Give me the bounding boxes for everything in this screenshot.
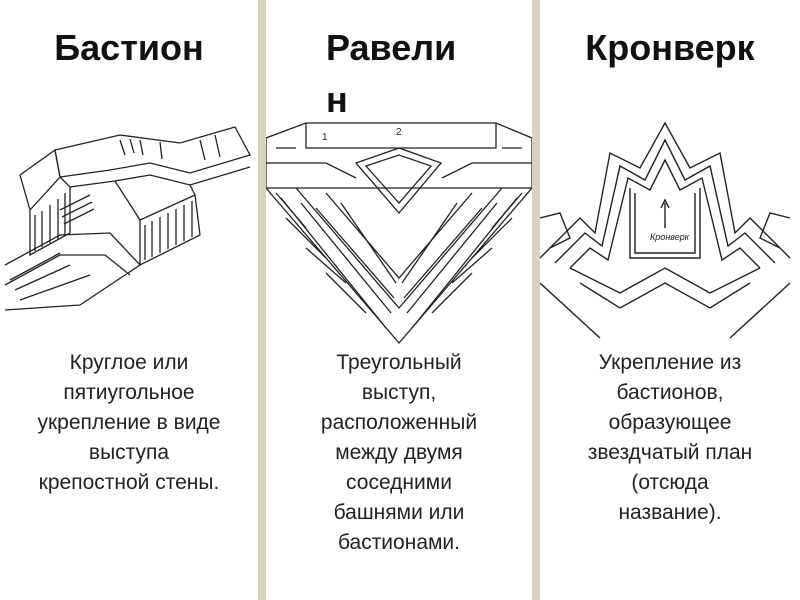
bastion-drawing <box>0 115 258 315</box>
bastion-illustration <box>0 115 258 315</box>
kronwerk-drawing-label: Кронверк <box>650 232 690 242</box>
ravelin-label-2: 2 <box>396 127 402 138</box>
column-bastion: Бастион <box>0 0 258 600</box>
desc-line: пятиугольное <box>0 378 258 408</box>
kronwerk-drawing: Кронверк <box>540 118 800 348</box>
column-ravelin: Равели н <box>266 0 532 600</box>
ravelin-description: Треугольный выступ, расположенный между … <box>266 348 532 558</box>
column-divider <box>258 0 266 600</box>
desc-line: название). <box>540 498 800 528</box>
desc-line: Укрепление из <box>540 348 800 378</box>
column-divider <box>532 0 540 600</box>
bastion-description: Круглое или пятиугольное укрепление в ви… <box>0 348 258 498</box>
desc-line: башнями или <box>266 498 532 528</box>
column-kronwerk: Кронверк <box>540 0 800 600</box>
desc-line: образующее <box>540 408 800 438</box>
ravelin-title-line: Равели <box>326 22 512 74</box>
desc-line: между двумя <box>266 438 532 468</box>
desc-line: Круглое или <box>0 348 258 378</box>
desc-line: расположенный <box>266 408 532 438</box>
ravelin-title: Равели н <box>326 22 512 126</box>
ravelin-illustration: 1 2 <box>266 118 532 348</box>
ravelin-drawing: 1 2 <box>266 118 532 348</box>
desc-line: выступ, <box>266 378 532 408</box>
kronwerk-title: Кронверк <box>540 22 800 74</box>
bastion-title: Бастион <box>0 22 258 74</box>
desc-line: Треугольный <box>266 348 532 378</box>
ravelin-label-1: 1 <box>322 132 328 143</box>
desc-line: выступа <box>0 438 258 468</box>
desc-line: бастионами. <box>266 528 532 558</box>
desc-line: укрепление в виде <box>0 408 258 438</box>
desc-line: (отсюда <box>540 468 800 498</box>
desc-line: крепостной стены. <box>0 468 258 498</box>
desc-line: бастионов, <box>540 378 800 408</box>
desc-line: звездчатый план <box>540 438 800 468</box>
kronwerk-description: Укрепление из бастионов, образующее звез… <box>540 348 800 528</box>
desc-line: соседними <box>266 468 532 498</box>
kronwerk-illustration: Кронверк <box>540 118 800 348</box>
